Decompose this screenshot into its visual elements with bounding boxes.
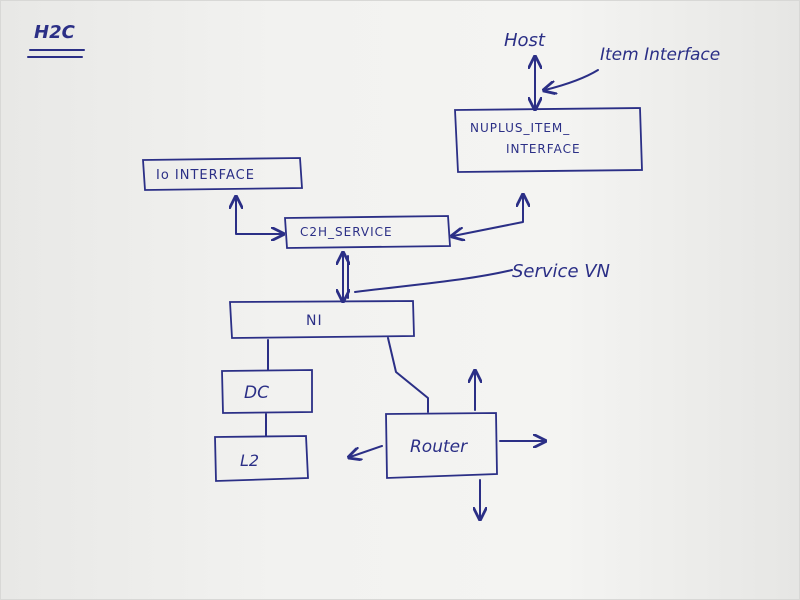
c2h-service-text: C2H_SERVICE bbox=[300, 225, 393, 239]
dc-box bbox=[221, 369, 313, 414]
c2h-service-box bbox=[284, 215, 451, 249]
item-interface-pointer bbox=[545, 69, 599, 90]
io-interface-box bbox=[142, 157, 303, 191]
host-label: Host bbox=[504, 30, 546, 51]
service-vn-label: Service VN bbox=[512, 261, 610, 282]
ni-box bbox=[229, 300, 415, 339]
nuplus-item-interface-text-1: NUPLUS_ITEM_ bbox=[470, 121, 570, 135]
nuplus-to-c2h-link bbox=[453, 196, 523, 236]
nuplus-item-interface-text-2: INTERFACE bbox=[506, 142, 581, 156]
title-text: H2C bbox=[34, 22, 76, 43]
router-text: Router bbox=[410, 437, 468, 457]
l2-box bbox=[214, 435, 309, 482]
nuplus-item-interface-box bbox=[454, 107, 643, 173]
dc-text: DC bbox=[244, 383, 269, 403]
service-vn-pointer bbox=[354, 269, 513, 293]
item-interface-label: Item Interface bbox=[600, 45, 720, 65]
io-to-c2h-link bbox=[236, 198, 282, 234]
ni-text: NI bbox=[306, 313, 323, 329]
router-left-arrow bbox=[350, 445, 383, 457]
router-box bbox=[385, 412, 498, 479]
ni-to-router-line bbox=[387, 337, 429, 413]
l2-text: L2 bbox=[240, 451, 259, 470]
io-interface-text: Io INTERFACE bbox=[156, 168, 255, 183]
